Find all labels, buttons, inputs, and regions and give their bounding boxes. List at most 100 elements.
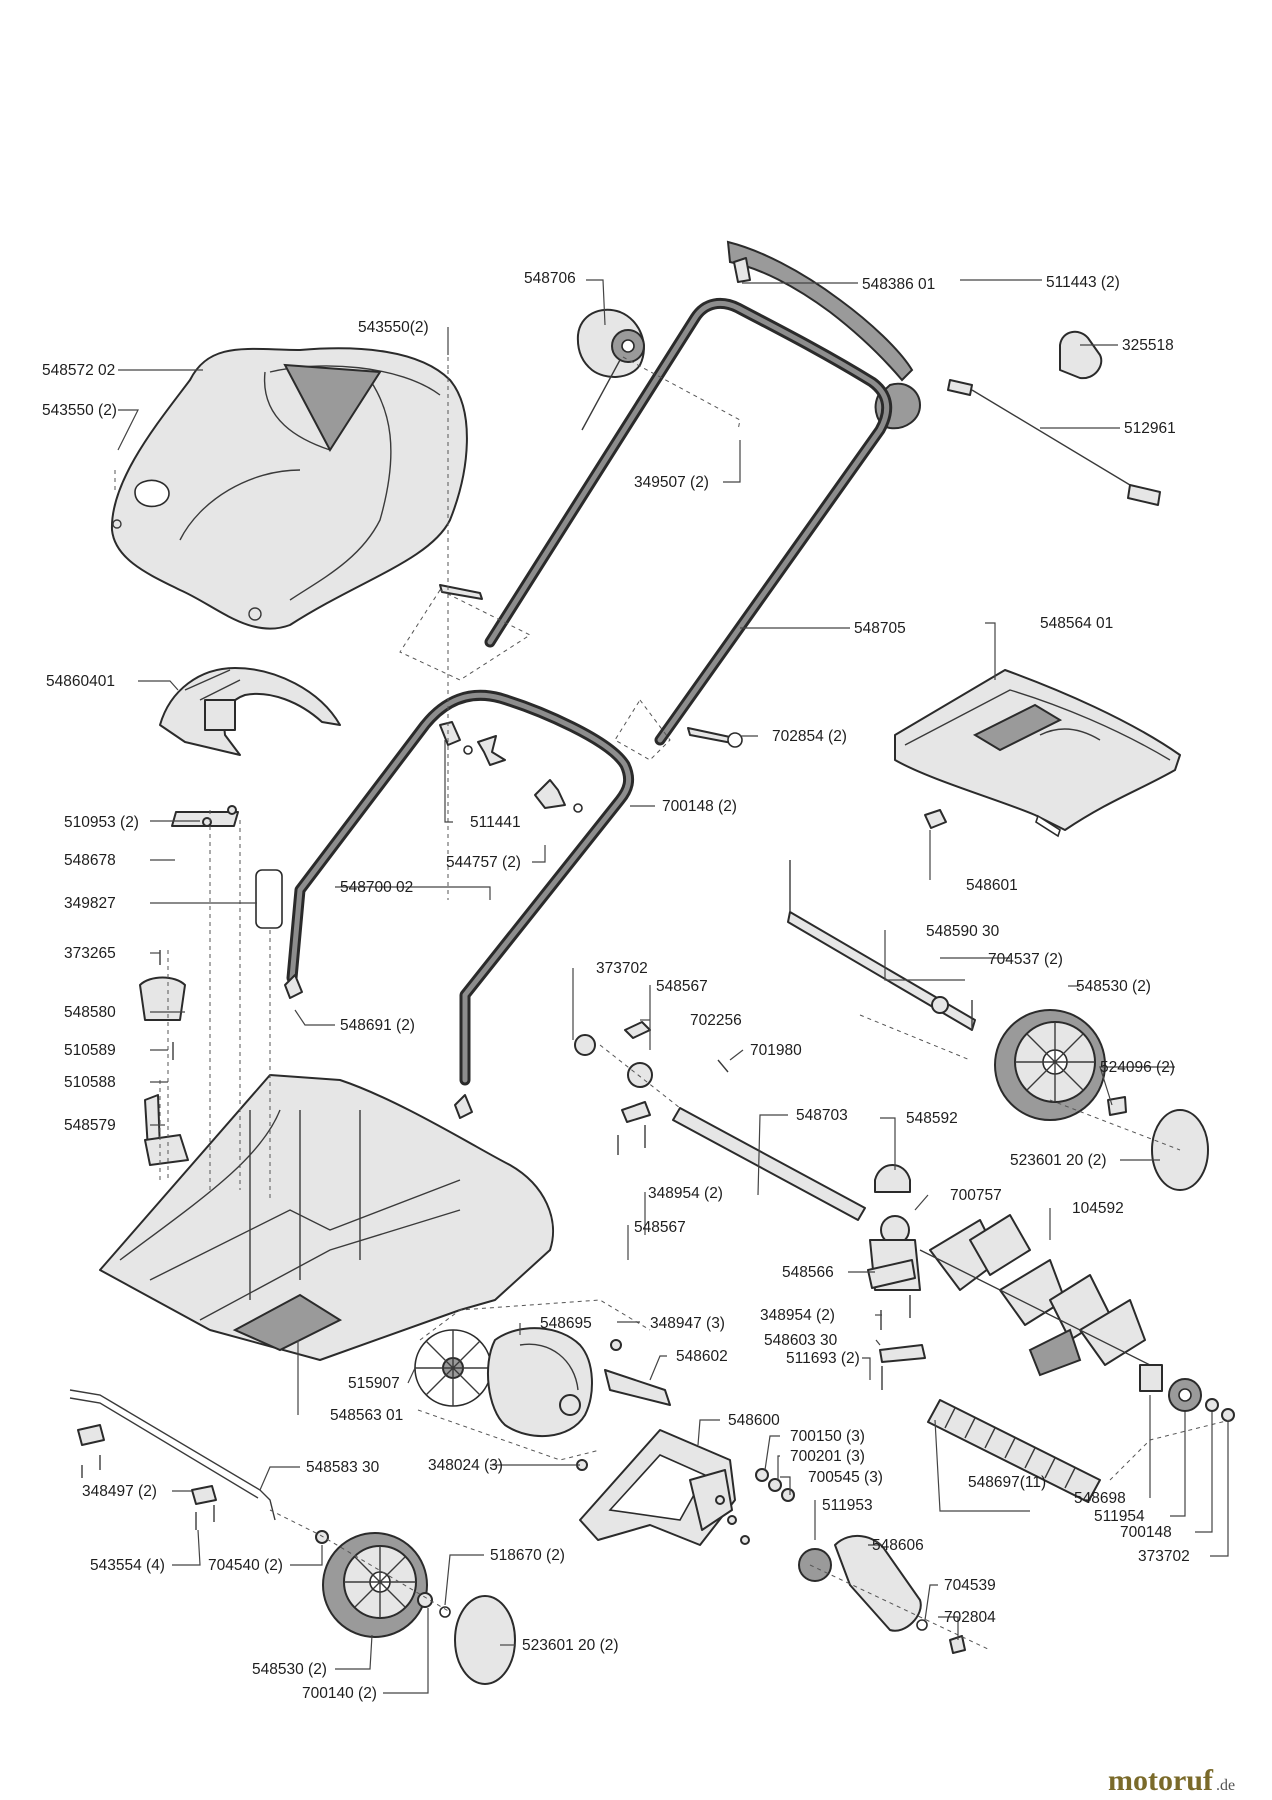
front-axle-and-wheel bbox=[69, 1389, 516, 1685]
motor-bracket bbox=[576, 1339, 736, 1546]
part-label: 518670 (2) bbox=[490, 1547, 565, 1564]
watermark-brand: motoruf bbox=[1108, 1764, 1214, 1797]
part-label: 701980 bbox=[750, 1042, 802, 1059]
part-label: 548600 bbox=[728, 1412, 780, 1429]
part-label: 548386 01 bbox=[862, 276, 935, 293]
part-label: 348024 (3) bbox=[428, 1457, 503, 1474]
part-label: 548566 bbox=[782, 1264, 834, 1281]
right-end-parts bbox=[879, 1344, 1235, 1422]
part-label: 543550(2) bbox=[358, 319, 429, 336]
part-label: 54860401 bbox=[46, 673, 115, 690]
part-label: 700148 (2) bbox=[662, 798, 737, 815]
part-label: 548580 bbox=[64, 1004, 116, 1021]
part-label: 548698 bbox=[1074, 1490, 1126, 1507]
part-label: 700545 (3) bbox=[808, 1469, 883, 1486]
watermark-logo: motoruf .de bbox=[1108, 1764, 1235, 1797]
wheel-bolt-524096 bbox=[1107, 1096, 1127, 1116]
part-label: 548700 02 bbox=[340, 879, 413, 896]
part-label: 548564 01 bbox=[1040, 615, 1113, 632]
part-label: 702854 (2) bbox=[772, 728, 847, 745]
part-label: 548706 bbox=[524, 270, 576, 287]
part-label: 548691 (2) bbox=[340, 1017, 415, 1034]
part-label: 704537 (2) bbox=[988, 951, 1063, 968]
part-label: 348497 (2) bbox=[82, 1483, 157, 1500]
leader-lines bbox=[117, 279, 1229, 1694]
part-label: 510588 bbox=[64, 1074, 116, 1091]
collector-lid bbox=[894, 669, 1181, 838]
part-label: 548601 bbox=[966, 877, 1018, 894]
part-label: 704539 bbox=[944, 1577, 996, 1594]
part-label: 704540 (2) bbox=[208, 1557, 283, 1574]
brush-roller bbox=[927, 1399, 1101, 1503]
part-label: 548579 bbox=[64, 1117, 116, 1134]
part-label: 548590 30 bbox=[926, 923, 1000, 940]
part-label: 702804 bbox=[944, 1609, 996, 1626]
main-chassis bbox=[99, 1074, 555, 1361]
part-label: 548567 bbox=[656, 978, 708, 995]
part-label: 700201 (3) bbox=[790, 1448, 865, 1465]
part-label: 548697(11) bbox=[968, 1474, 1046, 1491]
part-label: 548567 bbox=[634, 1219, 686, 1236]
part-label: 523601 20 (2) bbox=[522, 1637, 619, 1654]
part-label: 511441 bbox=[470, 814, 521, 831]
part-label: 348954 (2) bbox=[648, 1185, 723, 1202]
part-label: 373265 bbox=[64, 945, 116, 962]
part-label: 702256 bbox=[690, 1012, 742, 1029]
part-label: 512961 bbox=[1124, 420, 1176, 437]
part-label: 548530 (2) bbox=[1076, 978, 1151, 995]
part-label: 548678 bbox=[64, 852, 116, 869]
part-label: 543554 (4) bbox=[90, 1557, 165, 1574]
part-label: 700150 (3) bbox=[790, 1428, 865, 1445]
handle-hinge-parts bbox=[439, 584, 743, 813]
spring-548601 bbox=[924, 809, 947, 829]
part-number-labels: 548706 548386 01 511443 (2) 325518 51296… bbox=[42, 270, 1190, 1702]
part-label: 544757 (2) bbox=[446, 854, 521, 871]
watermark-tld: .de bbox=[1216, 1777, 1235, 1794]
part-label: 349507 (2) bbox=[634, 474, 709, 491]
lower-handle bbox=[286, 689, 635, 1086]
part-label: 700757 bbox=[950, 1187, 1002, 1204]
part-label: 515907 bbox=[348, 1375, 400, 1392]
part-label: 700140 (2) bbox=[302, 1685, 377, 1702]
part-label: 348954 (2) bbox=[760, 1307, 835, 1324]
part-label: 548602 bbox=[676, 1348, 728, 1365]
part-label: 548606 bbox=[872, 1537, 924, 1554]
cable-reel bbox=[576, 308, 645, 431]
motor-cover bbox=[110, 347, 468, 630]
tine-roller bbox=[919, 1214, 1161, 1377]
part-label: 325518 bbox=[1122, 337, 1174, 354]
part-label: 524096 (2) bbox=[1100, 1059, 1175, 1076]
part-label: 548530 (2) bbox=[252, 1661, 327, 1678]
rear-axle-bar bbox=[787, 860, 976, 1031]
switch-cable bbox=[947, 330, 1161, 506]
gear-parts bbox=[715, 1468, 966, 1654]
motor-housing bbox=[159, 667, 341, 756]
part-label: 349827 bbox=[64, 895, 116, 912]
parts-drawing bbox=[69, 240, 1235, 1685]
part-label: 700148 bbox=[1120, 1524, 1172, 1541]
part-label: 373702 bbox=[1138, 1548, 1190, 1565]
part-label: 548703 bbox=[796, 1107, 848, 1124]
part-label: 523601 20 (2) bbox=[1010, 1152, 1107, 1169]
part-label: 548592 bbox=[906, 1110, 958, 1127]
part-label: 373702 bbox=[596, 960, 648, 977]
rear-wheel-right bbox=[994, 1009, 1106, 1121]
part-label: 511443 (2) bbox=[1046, 274, 1120, 291]
motor-and-fan bbox=[414, 1327, 593, 1438]
part-label: 511693 (2) bbox=[786, 1350, 860, 1367]
part-label: 543550 (2) bbox=[42, 402, 117, 419]
part-label: 548563 01 bbox=[330, 1407, 403, 1424]
part-label: 548603 30 bbox=[764, 1332, 838, 1349]
part-label: 548583 30 bbox=[306, 1459, 380, 1476]
part-label: 511954 bbox=[1094, 1508, 1145, 1525]
part-label: 348947 (3) bbox=[650, 1315, 725, 1332]
handle-sockets bbox=[139, 805, 473, 1166]
part-label: 510953 (2) bbox=[64, 814, 139, 831]
part-label: 510589 bbox=[64, 1042, 116, 1059]
part-label: 548695 bbox=[540, 1315, 592, 1332]
part-label: 548705 bbox=[854, 620, 906, 637]
part-label: 548572 02 bbox=[42, 362, 115, 379]
part-label: 511953 bbox=[822, 1497, 873, 1514]
part-label: 104592 bbox=[1072, 1200, 1124, 1217]
